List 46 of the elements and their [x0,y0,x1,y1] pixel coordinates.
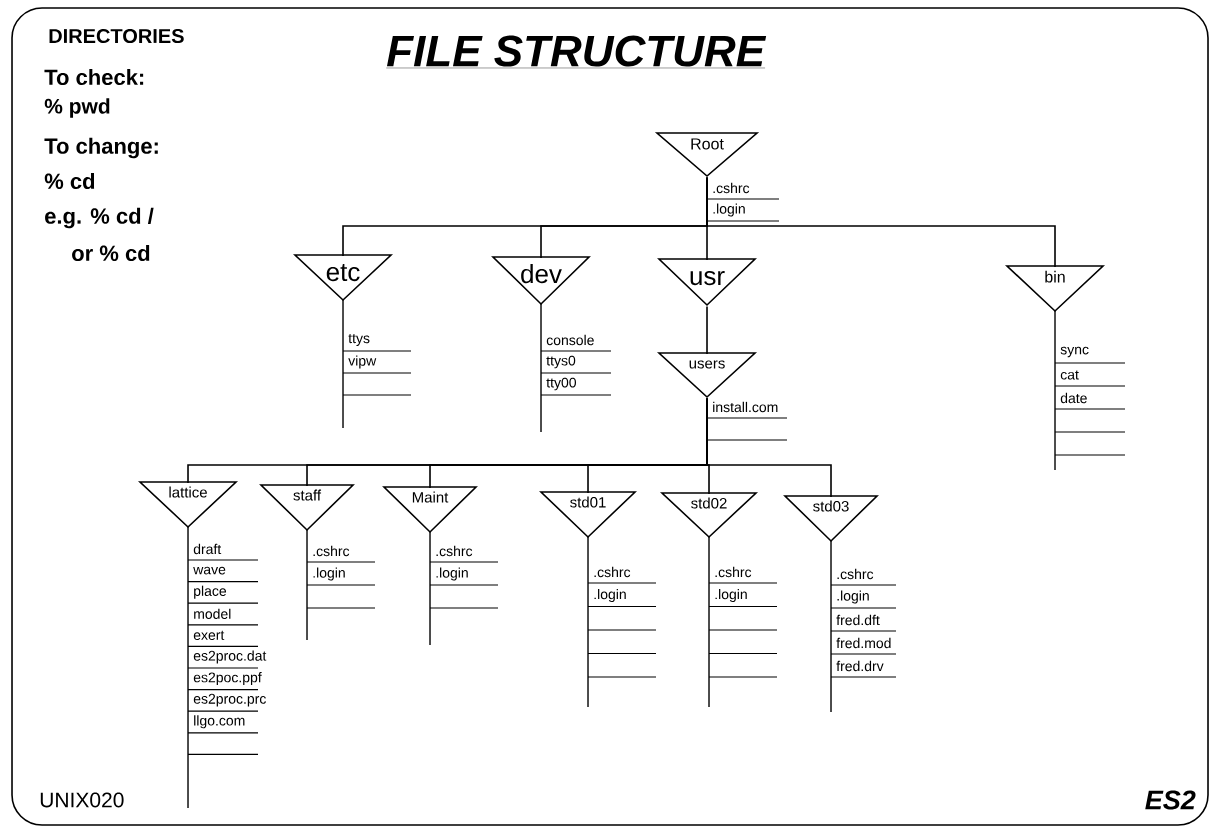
title: FILE STRUCTURE [386,35,767,69]
note-text: % cd [44,172,95,190]
file-name: .cshrc [313,545,350,557]
file-name: sync [1060,346,1089,358]
file-name: ttys [348,334,370,346]
file-name: console [546,334,594,346]
tree-line [706,397,832,498]
file-name: fred.drv [836,660,884,672]
note-text: UNIX020 [40,792,124,808]
file-name: ttys0 [546,355,576,369]
file-name: es2poc.ppf [193,672,262,686]
file-name: es2proc.prc [193,693,266,707]
file-name: es2proc.dat [193,650,267,664]
note-text: To change: [44,137,158,159]
file-name: fred.dft [836,614,880,626]
file-name: .login [837,590,869,604]
file-name: wave [193,566,226,575]
note-text: ES2 [1145,790,1196,810]
file-name: draft [193,543,222,555]
note-text: To check: [44,68,144,86]
file-name: .cshrc [715,566,752,578]
file-name: tty00 [546,377,576,391]
file-name: .login [713,203,745,217]
file-name: .cshrc [594,566,631,578]
file-name: .cshrc [837,568,874,580]
file-name: fred.mod [836,637,891,649]
file-name: .login [313,567,345,581]
note-text: % pwd [44,98,110,118]
file-name: exert [193,630,225,640]
tree-line [706,176,1056,268]
file-name: place [194,585,227,599]
tree-line [706,305,708,355]
note-text: or % cd [72,244,150,262]
file-name: model [194,608,231,619]
file-name: install.com [713,401,778,413]
file-name: .cshrc [713,182,750,194]
file-name: date [1060,392,1087,404]
file-name: .login [594,588,626,602]
note-text: DIRECTORIES [49,28,184,44]
file-name: cat [1060,370,1079,380]
file-name: .cshrc [436,545,473,557]
file-name: .login [436,567,468,581]
file-name: .login [715,588,747,602]
file-name: vipw [348,355,377,369]
file-name: llgo.com [194,715,245,729]
note-text: e.g. % cd / [45,207,154,229]
